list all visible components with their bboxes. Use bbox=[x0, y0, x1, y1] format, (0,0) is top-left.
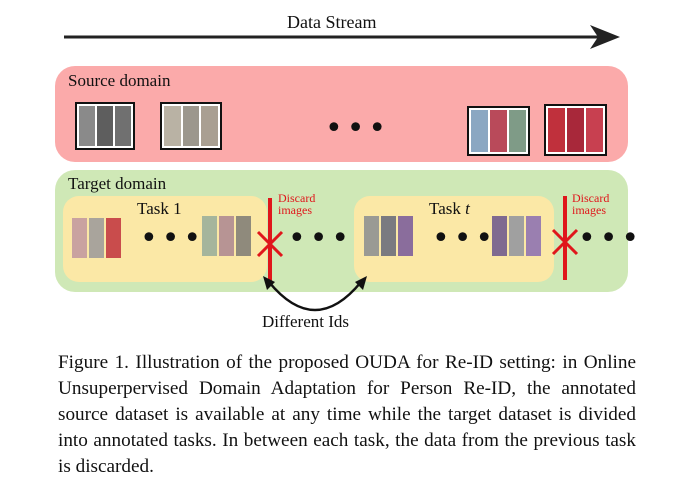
ellipsis-dots: ••• bbox=[288, 221, 354, 256]
source-domain-label: Source domain bbox=[68, 71, 171, 90]
person-image bbox=[89, 218, 104, 258]
ellipsis-dots: ••• bbox=[140, 221, 206, 256]
person-image bbox=[182, 106, 200, 146]
source-image-group-4 bbox=[544, 104, 607, 156]
task-1-images-right bbox=[202, 216, 251, 256]
person-image bbox=[364, 216, 379, 256]
person-image bbox=[509, 216, 524, 256]
person-image bbox=[567, 108, 584, 152]
ellipsis-dots: ••• bbox=[432, 221, 498, 256]
person-image bbox=[471, 110, 488, 152]
person-image bbox=[219, 216, 234, 256]
task-t-images-right bbox=[492, 216, 541, 256]
person-image bbox=[492, 216, 507, 256]
figure: Data Stream Source domain ••• Target dom… bbox=[55, 12, 644, 331]
person-image bbox=[202, 216, 217, 256]
source-image-group-2 bbox=[160, 102, 222, 150]
discard-label-2b: images bbox=[572, 203, 606, 217]
task-1-label: Task 1 bbox=[137, 199, 182, 218]
figure-caption: Figure 1. Illustration of the proposed O… bbox=[58, 352, 636, 477]
person-image bbox=[201, 106, 219, 146]
person-image bbox=[398, 216, 413, 256]
person-image bbox=[586, 108, 603, 152]
task-1-images-left bbox=[72, 218, 121, 258]
discard-label-2a: Discard bbox=[572, 191, 610, 205]
person-image bbox=[164, 106, 181, 146]
person-image bbox=[97, 106, 113, 146]
data-stream-arrow bbox=[64, 25, 620, 49]
source-image-group-1 bbox=[75, 102, 135, 150]
person-image bbox=[79, 106, 95, 146]
discard-label-1b: images bbox=[278, 203, 312, 217]
person-image bbox=[381, 216, 396, 256]
ellipsis-dots: ••• bbox=[578, 221, 644, 256]
person-image bbox=[115, 106, 131, 146]
ellipsis-dots: ••• bbox=[325, 111, 391, 146]
task-t-images-left bbox=[364, 216, 413, 256]
person-image bbox=[526, 216, 541, 256]
person-image bbox=[72, 218, 87, 258]
different-ids-label: Different Ids bbox=[262, 312, 350, 331]
person-image bbox=[509, 110, 526, 152]
person-image bbox=[106, 218, 121, 258]
discard-marker-1 bbox=[256, 198, 284, 282]
discard-marker-2 bbox=[551, 196, 579, 280]
data-stream-label: Data Stream bbox=[287, 12, 377, 32]
discard-label-1a: Discard bbox=[278, 191, 316, 205]
person-image bbox=[548, 108, 565, 152]
person-image bbox=[236, 216, 251, 256]
task-t-label: Task t bbox=[429, 199, 470, 218]
source-domain-panel bbox=[55, 66, 628, 162]
person-image bbox=[490, 110, 507, 152]
source-image-group-3 bbox=[467, 106, 530, 156]
target-domain-label: Target domain bbox=[68, 174, 167, 193]
different-ids-arrow bbox=[263, 276, 367, 312]
